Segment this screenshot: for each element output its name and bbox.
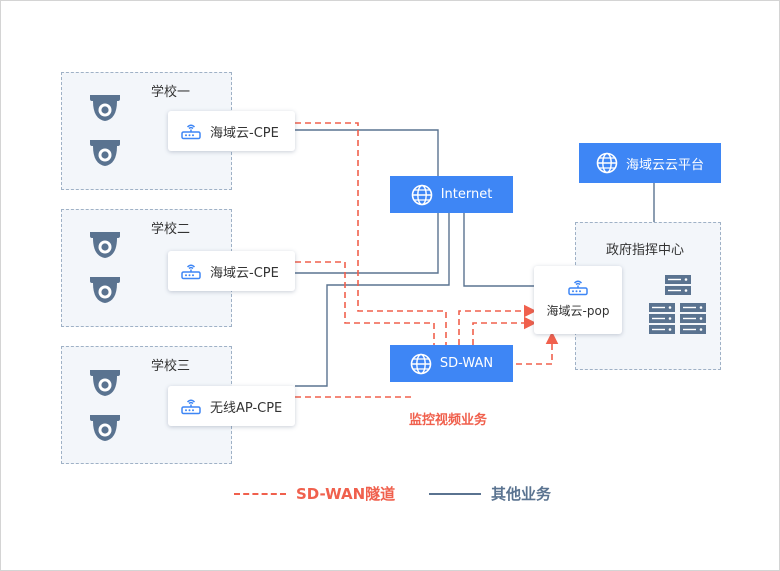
server-icon — [680, 303, 706, 312]
globe-icon — [411, 184, 433, 206]
cloud-platform-label: 海域云云平台 — [625, 157, 704, 173]
server-icon — [665, 275, 691, 284]
router-icon — [180, 397, 202, 415]
legend-tunnel: SD-WAN隧道 — [234, 483, 395, 504]
camera-icon — [87, 271, 123, 307]
server-icon — [649, 325, 675, 334]
camera-icon — [87, 364, 123, 400]
sdwan-node[interactable]: SD-WAN — [390, 345, 513, 382]
school-2-cpe[interactable]: 海域云-CPE — [168, 251, 295, 291]
surveillance-video-annotation: 监控视频业务 — [409, 413, 488, 428]
server-icon — [649, 314, 675, 323]
globe-icon — [410, 353, 432, 375]
pop-label: 海域云-pop — [546, 304, 610, 318]
school-1-cpe[interactable]: 海域云-CPE — [168, 111, 295, 151]
server-icon — [680, 325, 706, 334]
router-icon — [567, 278, 589, 296]
other-business-lines — [295, 129, 655, 387]
router-icon — [180, 122, 202, 140]
camera-icon — [87, 89, 123, 125]
school-2-title: 学校二 — [151, 222, 191, 237]
sdwan-label: SD-WAN — [439, 356, 494, 371]
camera-icon — [87, 409, 123, 445]
legend-other-label: 其他业务 — [491, 485, 552, 503]
internet-node[interactable]: Internet — [390, 176, 513, 213]
camera-icon — [87, 226, 123, 262]
sdwan-tunnel-lines — [295, 122, 559, 398]
router-icon — [180, 262, 202, 280]
server-icon — [680, 314, 706, 323]
school-1-title: 学校一 — [151, 85, 191, 100]
school-3-cpe[interactable]: 无线AP-CPE — [168, 386, 295, 426]
legend-other: 其他业务 — [429, 483, 551, 504]
legend-tunnel-swatch — [234, 492, 286, 495]
server-rack — [649, 275, 707, 335]
legend-tunnel-label: SD-WAN隧道 — [296, 485, 396, 503]
globe-icon — [596, 152, 618, 174]
internet-label: Internet — [440, 187, 493, 202]
legend-other-swatch — [429, 492, 481, 495]
server-icon — [665, 286, 691, 295]
school-3-cpe-label: 无线AP-CPE — [210, 400, 283, 416]
school-3-title: 学校三 — [151, 359, 191, 374]
cloud-platform-node[interactable]: 海域云云平台 — [579, 143, 721, 183]
server-icon — [649, 303, 675, 312]
pop-node[interactable]: 海域云-pop — [534, 266, 622, 334]
command-center-title: 政府指挥中心 — [606, 243, 685, 258]
camera-icon — [87, 134, 123, 170]
school-2-cpe-label: 海域云-CPE — [210, 265, 279, 281]
school-1-cpe-label: 海域云-CPE — [210, 125, 279, 141]
